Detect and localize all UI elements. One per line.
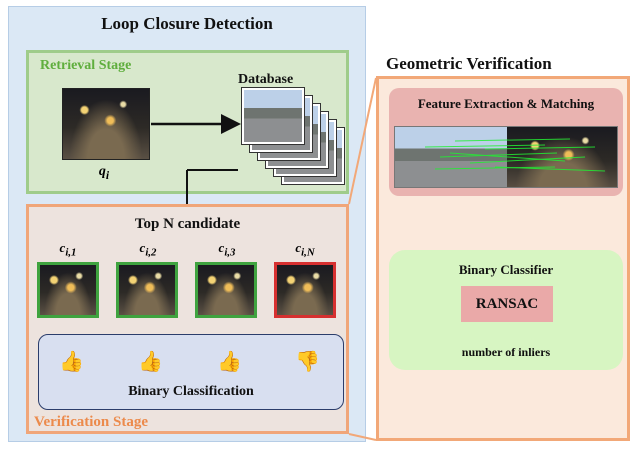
candidate-label: ci,N xyxy=(295,240,315,259)
top-n-title: Top N candidate xyxy=(134,216,241,232)
thumbs-up-icon: 👍 xyxy=(138,351,163,373)
binary-classifier-label: Binary Classifier xyxy=(458,262,554,277)
feature-matching-label: Feature Extraction & Matching xyxy=(417,96,595,111)
candidate-image xyxy=(37,262,99,318)
loop-closure-title: Loop Closure Detection xyxy=(101,14,273,33)
inliers-label: number of inliers xyxy=(461,345,551,359)
query-image xyxy=(62,88,150,160)
database-label: Database xyxy=(238,72,294,87)
candidate-image xyxy=(274,262,336,318)
zoom-connector xyxy=(348,433,377,441)
feature-matching-image xyxy=(394,126,618,188)
candidate-label: ci,3 xyxy=(218,240,236,259)
candidate-image xyxy=(195,262,257,318)
binary-classification-box xyxy=(38,334,344,410)
thumbs-up-icon: 👍 xyxy=(59,351,84,373)
retrieval-stage-label: Retrieval Stage xyxy=(40,58,132,73)
thumbs-up-icon: 👍 xyxy=(217,351,242,373)
query-label: qi xyxy=(98,164,110,182)
zoom-connector xyxy=(348,77,377,205)
thumbs-down-icon: 👎 xyxy=(295,351,320,373)
candidate-label: ci,1 xyxy=(59,240,77,259)
candidate-label: ci,2 xyxy=(139,240,157,259)
candidate-image xyxy=(116,262,178,318)
verification-stage-label: Verification Stage xyxy=(34,414,149,430)
binary-classification-label: Binary Classification xyxy=(128,384,254,399)
ransac-box: RANSAC xyxy=(461,286,553,322)
geometric-verification-title: Geometric Verification xyxy=(386,54,552,73)
database-image xyxy=(241,87,305,145)
